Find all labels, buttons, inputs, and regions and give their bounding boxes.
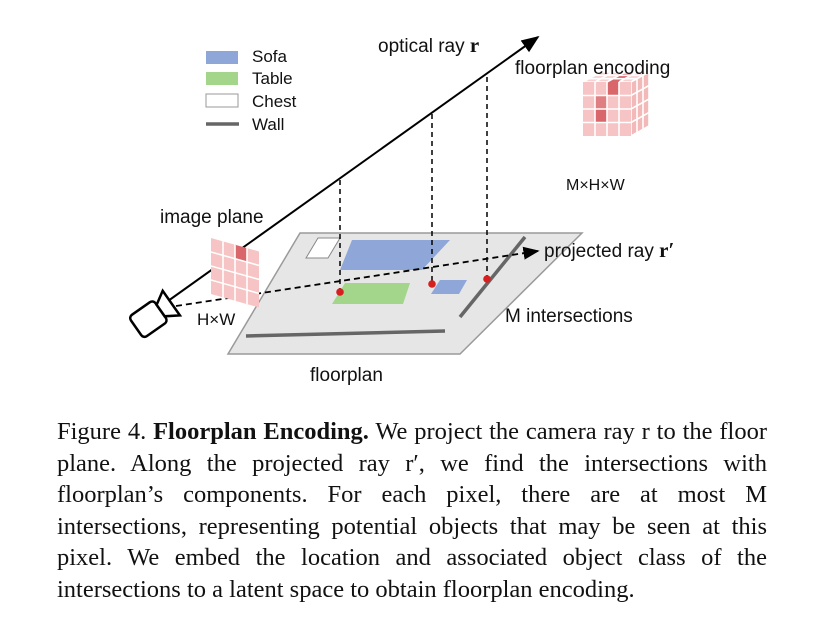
- intersection-point: [336, 288, 344, 296]
- wall-right: [458, 235, 527, 319]
- caption-title: Floorplan Encoding.: [153, 418, 369, 445]
- wall-bottom: [245, 329, 446, 338]
- floorplan-label: floorplan: [310, 365, 383, 386]
- legend-swatch-table: [206, 72, 238, 85]
- legend-label-table: Table: [252, 69, 293, 88]
- figure-number: Figure 4.: [57, 418, 147, 445]
- chest-object: [305, 237, 341, 259]
- legend-label-sofa: Sofa: [252, 47, 288, 66]
- image-dims-label: H×W: [197, 310, 235, 329]
- camera-icon: [128, 288, 183, 339]
- intersection-point: [483, 275, 491, 283]
- optical-ray-label: optical ray r: [378, 33, 479, 57]
- small-sofa-object: [431, 280, 467, 294]
- image-plane-grid: [211, 238, 259, 308]
- intersections-label: M intersections: [505, 306, 633, 327]
- floorplan-encoding-label: floorplan encoding: [515, 58, 670, 79]
- intersection-point: [428, 280, 436, 288]
- legend-label-wall: Wall: [252, 115, 284, 134]
- legend-swatch-sofa: [206, 51, 238, 64]
- table-object: [332, 283, 410, 304]
- projected-ray-label: projected ray r′: [544, 238, 674, 262]
- legend-swatch-chest: [205, 93, 239, 108]
- encoding-dims-label: M×H×W: [566, 177, 626, 194]
- figure-caption: Figure 4. Floorplan Encoding. We project…: [57, 416, 767, 605]
- legend-label-chest: Chest: [252, 92, 297, 111]
- sofa-object: [340, 240, 450, 270]
- floorplan-encoding-cube: [579, 70, 653, 138]
- caption-body: We project the camera ray r to the floor…: [57, 418, 767, 603]
- legend: Sofa Table Chest Wall: [205, 47, 297, 134]
- image-plane-label: image plane: [160, 207, 264, 228]
